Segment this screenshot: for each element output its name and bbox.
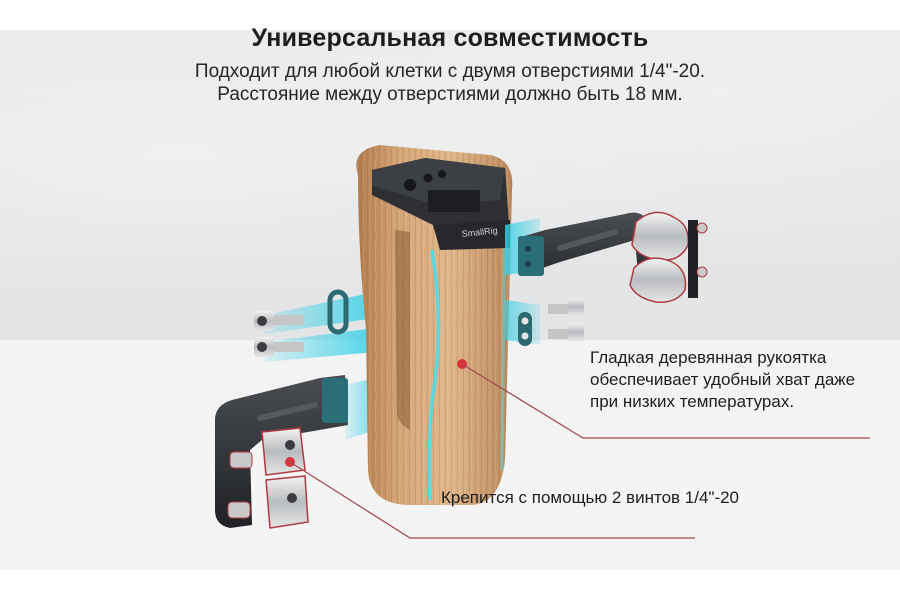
callout-wood-grip: Гладкая деревянная рукоятка обеспечивает… xyxy=(590,347,880,413)
callout-screw-pointer xyxy=(285,457,695,539)
right-bracket xyxy=(518,211,708,303)
product-illustration: SmallRig xyxy=(215,145,870,539)
page-subtitle: Подходит для любой клетки с двумя отверс… xyxy=(0,60,900,106)
product-banner: SmallRig xyxy=(0,30,900,570)
left-spacer-and-screws xyxy=(254,289,349,357)
callout-wood-pointer xyxy=(457,359,870,439)
right-spacer-and-screws xyxy=(518,298,584,346)
callout-wood-line-2: обеспечивает удобный хват даже xyxy=(590,370,856,389)
subtitle-line-2: Расстояние между отверстиями должно быть… xyxy=(217,84,683,105)
brand-engraving: SmallRig xyxy=(461,225,498,239)
thumb-knob xyxy=(629,211,708,303)
callout-wood-line-3: при низких температурах. xyxy=(590,392,795,411)
left-bracket xyxy=(215,375,348,529)
top-mount-plate: SmallRig xyxy=(372,158,510,250)
subtitle-line-1: Подходит для любой клетки с двумя отверс… xyxy=(194,61,706,82)
callout-wood-line-1: Гладкая деревянная рукоятка xyxy=(590,348,827,367)
callout-mounting: Крепится с помощью 2 винтов 1/4"-20 xyxy=(441,488,740,507)
page-title: Универсальная совместимость xyxy=(251,24,649,52)
